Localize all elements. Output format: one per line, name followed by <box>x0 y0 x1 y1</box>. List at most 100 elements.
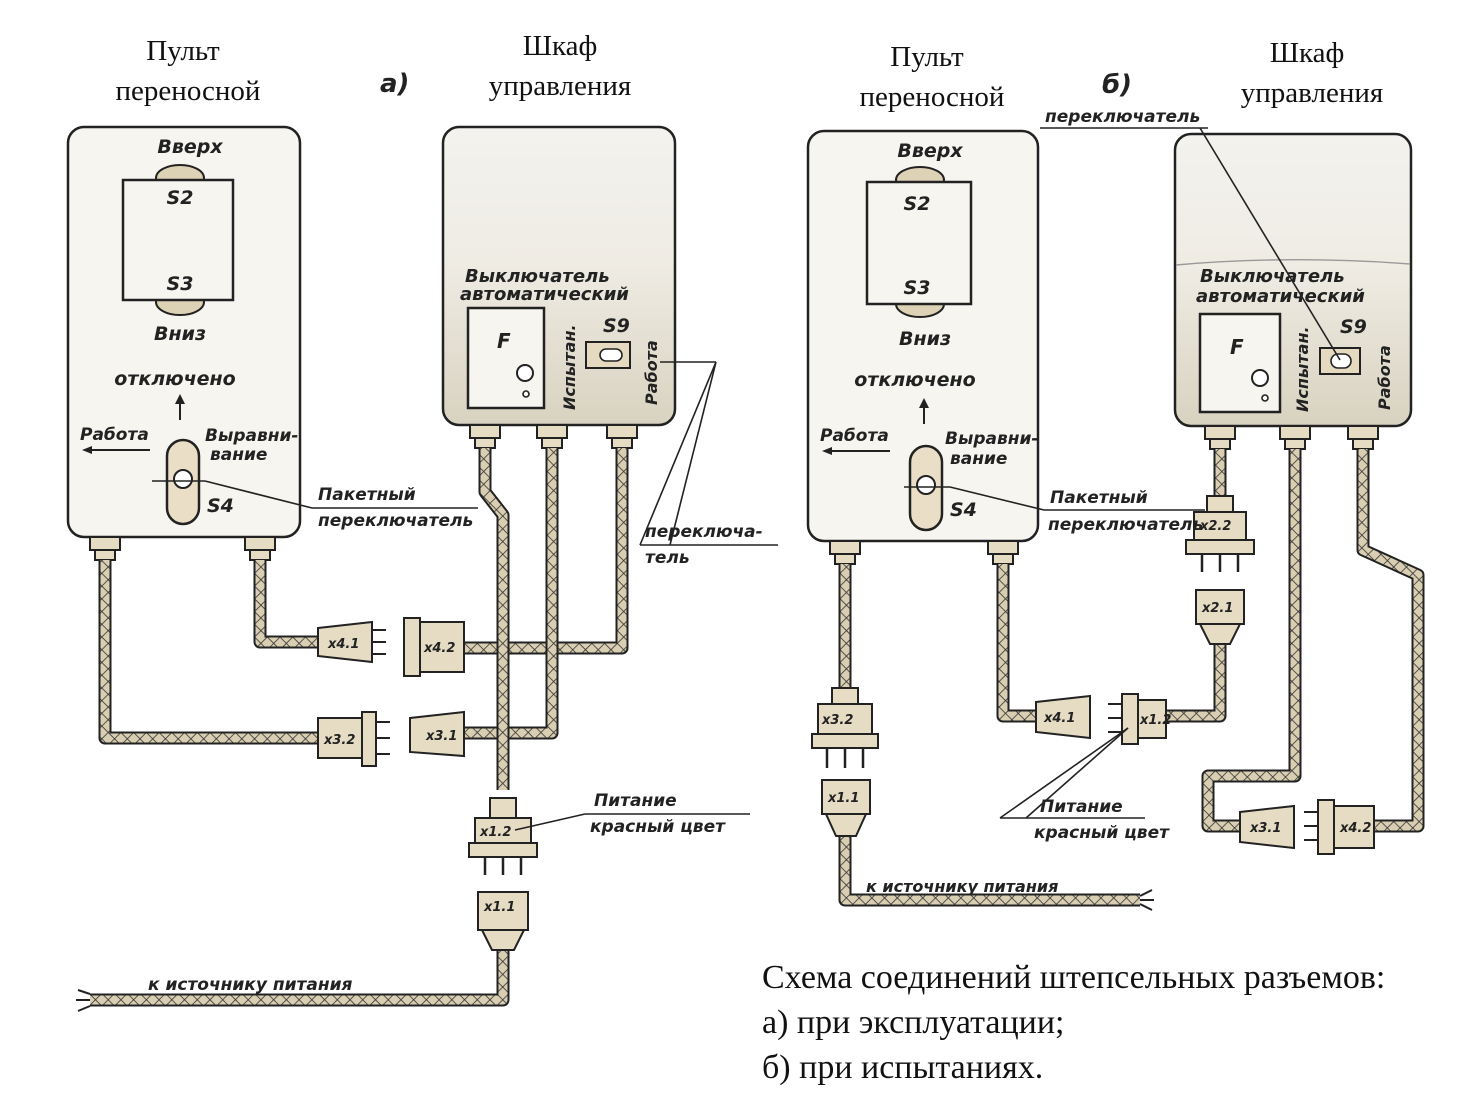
callout-packet-b: Пакетный переключатель <box>904 486 1205 535</box>
callout-power-a-1: Питание <box>594 791 677 811</box>
cabinet-work-label-b: Работа <box>1375 345 1394 410</box>
breaker-label-b-2: автоматический <box>1196 286 1365 307</box>
test-label-b: Испытан. <box>1293 326 1312 412</box>
off-arrowhead-b <box>919 398 929 408</box>
breaker-label-b-1: Выключатель <box>1200 266 1345 287</box>
connector-x32-b: x3.2 <box>811 687 879 768</box>
diagram-b-letter: б) <box>1102 70 1132 100</box>
connector-x42-label-b: x4.2 <box>1339 821 1371 836</box>
glands-b <box>829 425 1379 565</box>
diagram-a-letter: а) <box>380 69 409 99</box>
work-arrowhead-a <box>82 446 92 454</box>
callout-power-a-2: красный цвет <box>590 817 726 837</box>
callout-switch-b: переключатель <box>1040 107 1341 361</box>
connector-x11-label-b: x1.1 <box>827 791 859 806</box>
s2-label-a: S2 <box>167 187 194 209</box>
packet-switch-knob-a <box>173 469 193 489</box>
cabinet-title-a-line1: Шкаф <box>523 30 598 62</box>
callout-power-b-1: Питание <box>1040 797 1123 817</box>
breaker-f-label-b: F <box>1230 335 1244 359</box>
cables-b <box>838 449 1425 911</box>
breaker-label-a-2: автоматический <box>460 284 629 305</box>
source-label-b: к источнику питания <box>866 877 1058 896</box>
off-arrowhead-a <box>175 394 185 404</box>
s9-label-a: S9 <box>603 315 630 337</box>
breaker-dot-a <box>522 390 530 398</box>
callout-power-b-2: красный цвет <box>1034 823 1170 843</box>
up-label-a: Вверх <box>157 136 223 158</box>
cabinet-title-a-line2: управления <box>489 70 631 102</box>
connector-x32-a: x3.2 <box>317 711 390 767</box>
breaker-label-a-1: Выключатель <box>465 266 610 287</box>
connector-x32-label-a: x3.2 <box>323 733 355 748</box>
connector-x12-a: x1.2 <box>468 797 538 875</box>
callout-switch-a: переключа- тель <box>639 361 778 568</box>
callout-packet-a: Пакетный переключатель <box>152 480 478 531</box>
connector-x41-b: x4.1 <box>1035 694 1091 740</box>
caption-line-1: Схема соединений штепсельных разъемов: <box>762 959 1386 996</box>
cabinet-title-b-line2: управления <box>1241 77 1383 109</box>
remote-title-b-line2: переносной <box>860 81 1005 113</box>
cabinet-title-b-line1: Шкаф <box>1270 37 1345 69</box>
caption-line-2: а) при эксплуатации; <box>762 1004 1065 1041</box>
connector-x41-label-b: x4.1 <box>1043 711 1075 726</box>
cabinet-b-shade-line <box>1175 259 1411 266</box>
breaker-f-label-a: F <box>497 329 511 353</box>
cabinet-work-label-a: Работа <box>642 340 661 405</box>
off-label-a: отключено <box>114 368 235 390</box>
align-label-a-1: Выравни- <box>205 426 298 446</box>
callout-packet-a-1: Пакетный <box>318 485 416 505</box>
callout-packet-a-2: переключатель <box>318 511 473 531</box>
button-block-a <box>121 178 235 302</box>
s2-label-b: S2 <box>904 193 931 215</box>
callout-packet-b-1: Пакетный <box>1050 488 1148 508</box>
test-label-a: Испытан. <box>560 324 579 410</box>
s3-label-a: S3 <box>167 273 194 295</box>
connector-x12-label-b: x1.2 <box>1139 713 1171 728</box>
s3-label-b: S3 <box>904 277 931 299</box>
connector-x31-label-b: x3.1 <box>1249 821 1281 836</box>
down-label-b: Вниз <box>899 328 951 350</box>
connector-x32-label-b: x3.2 <box>821 713 853 728</box>
connector-x11-a: x1.1 <box>477 891 529 951</box>
callout-packet-b-2: переключатель <box>1048 515 1203 535</box>
work-arrowhead-b <box>822 447 832 455</box>
button-block-b <box>865 180 973 306</box>
remote-title-a-line2: переносной <box>116 75 261 107</box>
connector-x41-label-a: x4.1 <box>327 637 359 652</box>
source-label-a: к источнику питания <box>148 975 352 995</box>
breaker-lamp-a <box>516 364 534 382</box>
work-label-b: Работа <box>820 426 889 446</box>
callout-switch-b-label: переключатель <box>1045 107 1200 127</box>
diagram-a: Пульт переносной Шкаф управления а) Ввер… <box>66 30 778 1012</box>
connector-x41-a: x4.1 <box>317 620 386 664</box>
s4-label-b: S4 <box>950 499 977 521</box>
connector-x42-b: x4.2 <box>1304 799 1375 855</box>
s9-toggle-b <box>1330 353 1352 369</box>
connector-x21-label-b: x2.1 <box>1201 601 1233 616</box>
diagram-b: Пульт переносной Шкаф управления б) Ввер… <box>806 37 1425 911</box>
connector-x31-a: x3.1 <box>409 710 465 758</box>
callout-switch-a-2: тель <box>645 548 690 568</box>
connector-x31-b: x3.1 <box>1239 804 1295 850</box>
down-label-a: Вниз <box>154 323 206 345</box>
connector-x22-b: x2.2 <box>1185 495 1255 572</box>
up-label-b: Вверх <box>897 140 963 162</box>
breaker-box-a <box>466 306 546 410</box>
connector-x11-label-a: x1.1 <box>483 900 515 915</box>
align-label-b-2: вание <box>950 449 1007 469</box>
caption-line-3: б) при испытаниях. <box>762 1049 1044 1086</box>
remote-title-a-line1: Пульт <box>146 35 220 67</box>
s4-label-a: S4 <box>207 495 234 517</box>
callout-power-b: Питание красный цвет <box>999 727 1170 843</box>
work-label-a: Работа <box>80 425 149 445</box>
connector-x21-b: x2.1 <box>1195 589 1245 645</box>
breaker-lamp-b <box>1251 369 1269 387</box>
connector-x12-b: x1.2 <box>1108 693 1171 745</box>
figure-caption: Схема соединений штепсельных разъемов: а… <box>762 955 1385 1090</box>
connector-x12-label-a: x1.2 <box>479 825 511 840</box>
remote-panel-b <box>806 129 1040 543</box>
connector-x42-label-a: x4.2 <box>423 641 455 656</box>
connector-x11-b: x1.1 <box>821 779 871 837</box>
